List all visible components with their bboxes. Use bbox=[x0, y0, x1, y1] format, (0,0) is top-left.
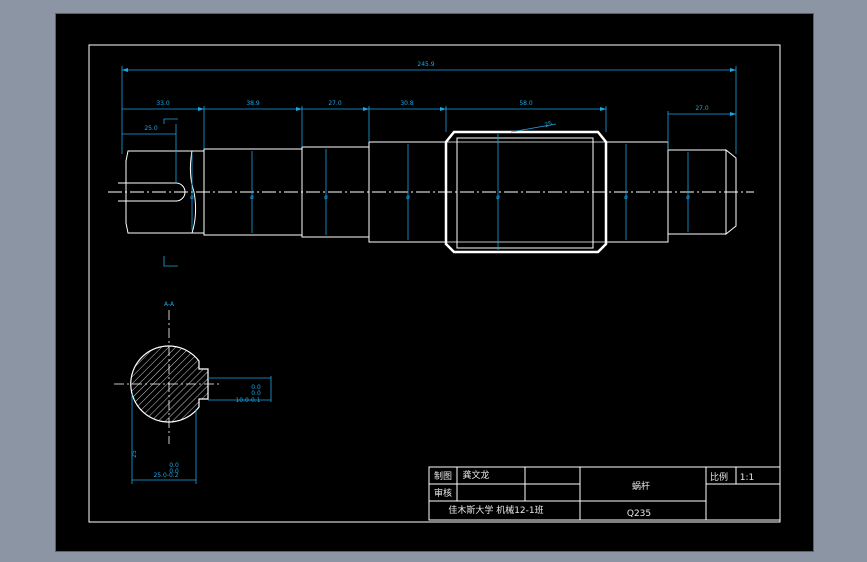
scale-value: 1:1 bbox=[740, 473, 754, 483]
diameter-dim: 25.0-0.2 bbox=[153, 472, 178, 479]
shaft-arrowheads bbox=[122, 68, 736, 116]
keyway-width-dim: 10.0-0.1 bbox=[235, 397, 260, 404]
drawing-sheet: 245.9 33.0 38.9 27.0 30.8 58.0 27.0 25.0… bbox=[55, 13, 814, 552]
checked-label: 审核 bbox=[434, 487, 452, 499]
keyway-width-tol-lower: 0.0 bbox=[251, 390, 261, 397]
svg-text:ø: ø bbox=[406, 194, 410, 201]
svg-text:ø: ø bbox=[324, 194, 328, 201]
section-dimensions bbox=[131, 376, 272, 484]
section-left-dim: 25 bbox=[131, 450, 138, 458]
dim-segment-5: 58.0 bbox=[519, 100, 533, 107]
diameter-tol-upper: 0.0 bbox=[169, 462, 179, 469]
shaft-view: 245.9 33.0 38.9 27.0 30.8 58.0 27.0 25.0… bbox=[108, 61, 754, 267]
shaft-dimensions bbox=[121, 66, 737, 267]
dim-keyway-depth: 25.0 bbox=[144, 125, 158, 132]
dim-segment-6: 27.0 bbox=[695, 105, 709, 112]
svg-text:ø: ø bbox=[624, 194, 628, 201]
worm-thread-section bbox=[444, 130, 608, 254]
svg-text:ø: ø bbox=[190, 194, 194, 201]
svg-text:ø: ø bbox=[496, 194, 500, 201]
title-block: 制图 龚文龙 审核 佳木斯大学 机械12-1班 蜗杆 Q235 比例 1:1 bbox=[428, 466, 781, 521]
break-line bbox=[189, 150, 197, 234]
svg-text:ø: ø bbox=[686, 194, 690, 201]
dim-segment-4: 30.8 bbox=[400, 100, 414, 107]
section-label: A-A bbox=[164, 301, 175, 308]
drawn-label: 制图 bbox=[434, 470, 452, 482]
svg-text:ø: ø bbox=[250, 194, 254, 201]
keyway-width-tol-upper: 0.0 bbox=[251, 384, 261, 391]
keyway-slot bbox=[118, 182, 186, 202]
drawing-canvas: 245.9 33.0 38.9 27.0 30.8 58.0 27.0 25.0… bbox=[88, 44, 781, 523]
part-name: 蜗杆 bbox=[632, 480, 650, 492]
school-class: 佳木斯大学 机械12-1班 bbox=[448, 504, 543, 516]
dim-overall-length: 245.9 bbox=[417, 61, 434, 68]
section-shape bbox=[130, 345, 209, 423]
dim-worm-pitch: 25 bbox=[544, 120, 554, 129]
diameter-marks: ø ø ø ø ø ø ø bbox=[190, 194, 690, 201]
section-view: A-A 0.0 0.0 10.0-0.1 0.0 0.0 25.0-0.2 bbox=[114, 301, 272, 484]
dim-segment-2: 38.9 bbox=[246, 100, 260, 107]
dim-segment-3: 27.0 bbox=[328, 100, 342, 107]
drawn-by: 龚文龙 bbox=[462, 469, 489, 481]
material: Q235 bbox=[627, 509, 651, 519]
dim-segment-1: 33.0 bbox=[156, 100, 170, 107]
scale-label: 比例 bbox=[710, 471, 728, 483]
diameter-tol-lower: 0.0 bbox=[169, 468, 179, 475]
drawing-border bbox=[88, 44, 781, 523]
worm-root-outline bbox=[456, 137, 594, 249]
